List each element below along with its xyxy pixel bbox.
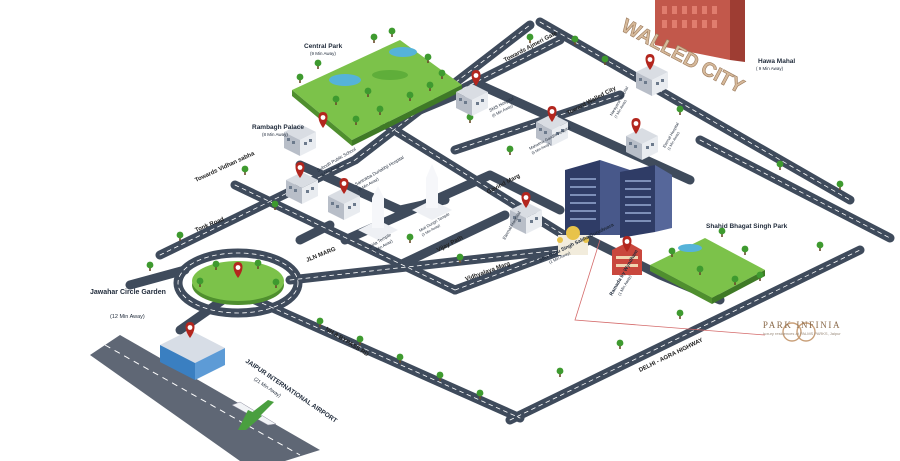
shahid-bhagat-singh-park bbox=[650, 238, 765, 304]
hawa-mahal-time: ( 9 Min Away) bbox=[756, 66, 784, 71]
brand-tagline: luxury residences at PALMS PARKS, Jaipur bbox=[763, 331, 841, 336]
ramada-building bbox=[612, 242, 642, 275]
central-park-time: (9 Min Away) bbox=[310, 51, 336, 56]
brand-name: PARK INFINIA bbox=[762, 320, 842, 330]
hawa-mahal-building bbox=[655, 0, 745, 62]
jawahar-circle-garden bbox=[192, 261, 284, 305]
shahid-park-name: Shahid Bhagat Singh Park bbox=[706, 223, 788, 230]
rambagh-palace-time: (8 Min Away) bbox=[262, 132, 288, 137]
park-infinia-tower bbox=[565, 160, 672, 238]
road-nh8-bypass: NH 8 BYPASS RD bbox=[324, 327, 370, 359]
airport-runway bbox=[90, 335, 320, 461]
gurudwara-building bbox=[557, 226, 589, 255]
airplane-icon bbox=[231, 400, 277, 430]
road-jln-marg: JLN MARG bbox=[306, 246, 338, 263]
park-infinia-logo-icon bbox=[782, 322, 816, 342]
road-network bbox=[125, 17, 895, 425]
hawa-mahal-name: Hawa Mahal bbox=[758, 58, 795, 65]
rambagh-palace-name: Rambagh Palace bbox=[252, 124, 304, 131]
central-park-name: Central Park bbox=[304, 43, 343, 50]
brand-block: PARK INFINIA luxury residences at PALMS … bbox=[752, 318, 852, 336]
brand-pointer-line bbox=[574, 239, 766, 336]
temple-buildings bbox=[358, 164, 452, 240]
jawahar-circle-name: Jawahar Circle Garden bbox=[90, 289, 166, 296]
airport-terminal bbox=[160, 330, 225, 380]
jawahar-circle-time: (12 Min Away) bbox=[110, 314, 145, 320]
